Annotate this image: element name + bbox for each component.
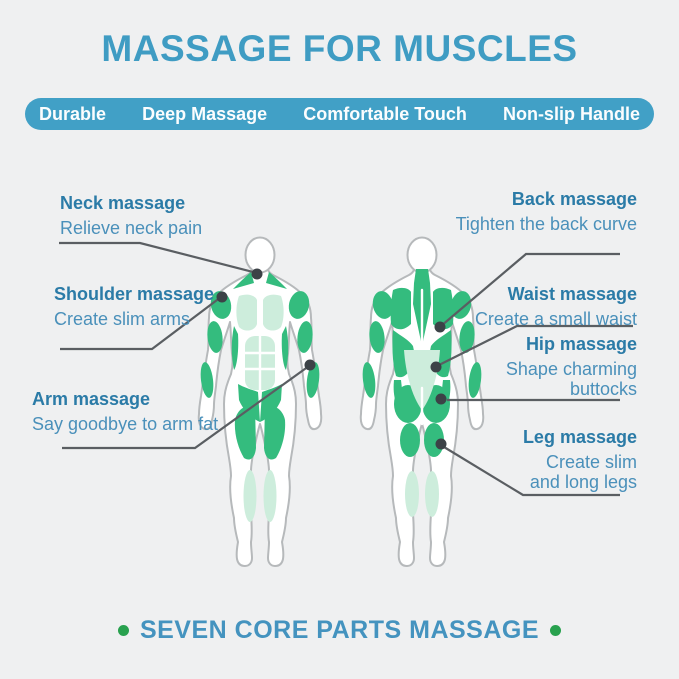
shoulder-point-dot	[216, 291, 228, 303]
arm-callout-line	[62, 365, 310, 450]
neck-point-dot	[251, 268, 263, 280]
callout-arm-title: Arm massage	[32, 389, 151, 409]
callout-shoulder-subtitle: Create slim arms	[54, 308, 191, 329]
front-body-figure	[197, 236, 323, 567]
callout-waist: Waist massage Create a small waist	[475, 284, 637, 329]
footer-right-dot-icon	[550, 625, 562, 636]
callout-hip: Hip massage Shape charming buttocks	[477, 334, 637, 400]
callout-hip-subtitle: Shape charming buttocks	[505, 358, 637, 400]
feature-bar: Durable Deep Massage Comfortable Touch N…	[25, 98, 654, 130]
callout-waist-subtitle: Create a small waist	[474, 308, 637, 329]
callout-shoulder: Shoulder massage Create slim arms	[54, 284, 214, 329]
callout-back-title: Back massage	[511, 189, 637, 209]
leg-point-dot	[435, 438, 447, 450]
callout-neck-title: Neck massage	[60, 193, 186, 213]
feature-comfortable-touch: Comfortable Touch	[303, 103, 467, 124]
callout-leg-title: Leg massage	[522, 427, 637, 447]
footer-text: SEVEN CORE PARTS MASSAGE	[139, 616, 540, 644]
arm-point-dot	[304, 359, 316, 371]
callout-arm-subtitle: Say goodbye to arm fat	[32, 413, 219, 434]
callout-waist-title: Waist massage	[507, 284, 637, 304]
callout-leg: Leg massage Create slim and long legs	[517, 427, 637, 493]
shoulder-callout-line	[60, 296, 222, 351]
leg-callout-line	[443, 446, 620, 497]
back-callout-line	[440, 252, 620, 327]
feature-non-slip-handle: Non-slip Handle	[502, 103, 640, 124]
hip-point-dot	[435, 393, 447, 405]
feature-durable: Durable	[39, 103, 107, 124]
callout-leg-subtitle: Create slim and long legs	[529, 451, 637, 493]
waist-point-dot	[430, 361, 442, 373]
footer-left-dot-icon	[117, 625, 129, 636]
callout-neck: Neck massage Relieve neck pain	[60, 193, 202, 238]
callout-back-subtitle: Tighten the back curve	[455, 213, 637, 234]
page-title: MASSAGE FOR MUSCLES	[101, 28, 578, 69]
feature-deep-massage: Deep Massage	[142, 103, 268, 124]
back-body-figure	[359, 236, 485, 567]
callout-hip-title: Hip massage	[525, 334, 637, 354]
footer-caption: SEVEN CORE PARTS MASSAGE	[0, 616, 679, 645]
neck-callout-line	[59, 241, 258, 275]
callout-back: Back massage Tighten the back curve	[456, 189, 637, 234]
back-point-dot	[434, 321, 446, 333]
waist-callout-line	[436, 324, 633, 367]
callout-neck-subtitle: Relieve neck pain	[60, 217, 203, 238]
callout-shoulder-title: Shoulder massage	[54, 284, 215, 304]
callout-arm: Arm massage Say goodbye to arm fat	[32, 389, 218, 434]
